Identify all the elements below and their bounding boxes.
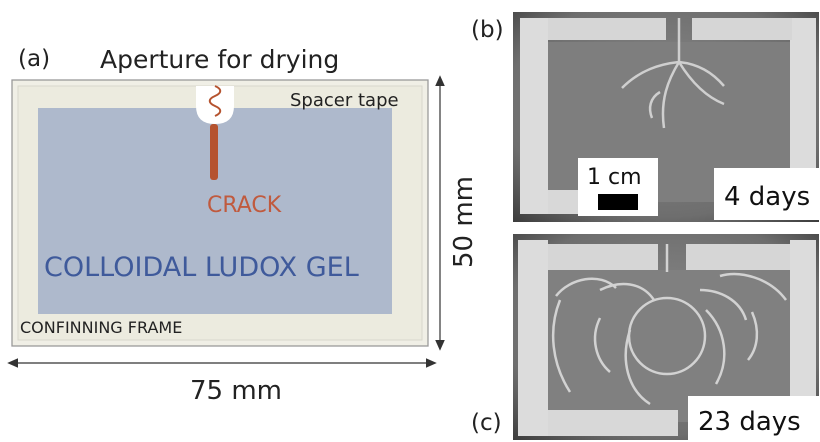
crack-label: CRACK [207, 193, 282, 218]
time-box-c [688, 396, 820, 442]
scale-bar-label: 1 cm [587, 165, 642, 190]
crack-pattern-b [621, 18, 725, 129]
width-label: 75 mm [190, 376, 282, 406]
panel-b: (b) 1 cm 4 days [471, 12, 820, 222]
panel-c: (c) 23 days [471, 234, 820, 442]
aperture-title: Aperture for drying [100, 45, 339, 74]
height-label: 50 mm [449, 176, 479, 268]
tape-strip [518, 240, 548, 436]
panel-a: (a) Aperture for drying Spacer tape CRAC… [7, 45, 479, 406]
crack [210, 124, 218, 180]
time-label-c: 23 days [698, 407, 801, 437]
panel-a-label: (a) [18, 46, 50, 72]
gel-label: COLLOIDAL LUDOX GEL [44, 252, 359, 283]
time-label-b: 4 days [724, 182, 810, 212]
tape-strip [692, 18, 792, 40]
spacer-tape-label: Spacer tape [290, 90, 399, 111]
drying-squiggle-icon [208, 85, 222, 117]
tape-strip [520, 18, 548, 214]
frame-label: CONFINNING FRAME [20, 318, 182, 337]
time-box-b [714, 168, 820, 220]
tape-strip [548, 244, 658, 270]
tape-strip [548, 410, 678, 436]
panel-b-label: (b) [471, 17, 504, 43]
tape-strip [686, 244, 790, 270]
panel-c-label: (c) [471, 410, 502, 436]
tape-strip [548, 18, 666, 40]
tape-strip [790, 240, 816, 410]
scale-bar [598, 194, 638, 210]
crack-pattern-c [551, 244, 788, 406]
